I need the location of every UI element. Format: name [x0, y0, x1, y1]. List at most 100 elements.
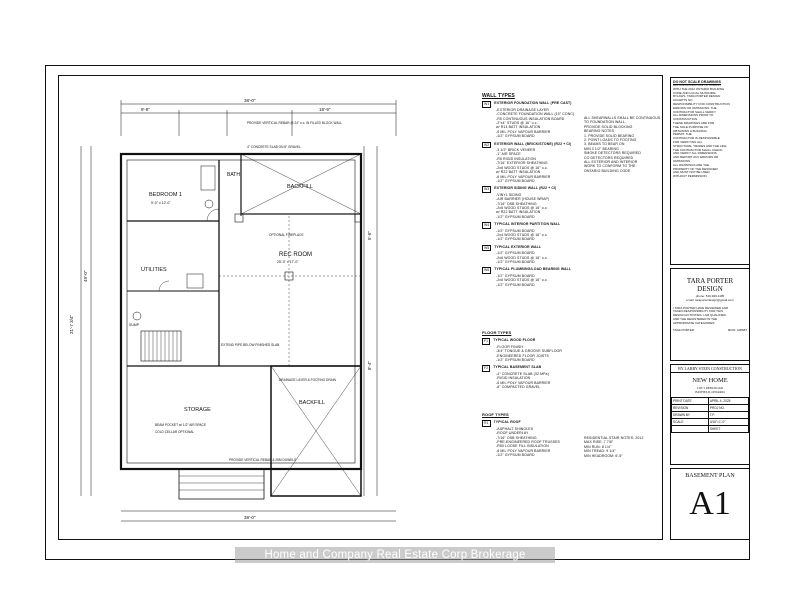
- general-note-line: 3. BEAMS TO BEAR ON: [584, 142, 625, 147]
- sidebar-note-line: BYLAWS. TARA PORTER DESIGN: [673, 94, 721, 99]
- wall_types-line: -CONCRETE FOUNDATION WALL (10" CONC): [496, 112, 575, 117]
- room-label-bath: BATH: [227, 172, 240, 178]
- drawing-area: 38'-0" 9'-8" 18'-9" 38'-0" 31'-7 3/4" 49…: [58, 75, 663, 540]
- project-address-line: BAYFIELD, ONTARIO: [695, 389, 725, 394]
- sidebar-note-line: ALL DRAWINGS ARE THE: [673, 162, 710, 167]
- dim-overall-bottom: 38'-0": [244, 515, 256, 520]
- roof_types-line: -1/2" GYPSUM BOARD: [496, 453, 535, 458]
- general-note-line: WORK TO CONFORM TO THE: [584, 164, 636, 169]
- wall_types-line: w/ R14 BATT INSULATION: [496, 125, 541, 130]
- project-info-value: T.P.: [707, 410, 750, 419]
- floor_types-line: TYPICAL WOOD FLOOR: [493, 338, 536, 343]
- sidebar-note-line: AND MUST NOT BE USED: [673, 170, 710, 175]
- general-note-line: 1. PROVIDE SOLID BEARING: [584, 133, 635, 138]
- wall_types-tag: W1: [482, 101, 492, 108]
- wall_types-line: -7/16" OSB SHEATHING: [496, 201, 537, 206]
- floor_types-line: -4" CONCRETE SLAB (32 MPa): [496, 371, 549, 376]
- wall_types-line: w/ R22 BATT INSULATION: [496, 170, 541, 175]
- sidebar-note-line: CONSTRUCTION.: [673, 117, 698, 122]
- project-info-label: [671, 424, 709, 433]
- wall_types-line: -1/2" GYPSUM BOARD: [496, 260, 535, 264]
- room-label-bedroom: BEDROOM 1: [149, 192, 182, 198]
- sidebar-note-line: ALL DIMENSIONS PRIOR TO: [673, 113, 714, 118]
- general-note-line: TO FOUNDATION WALL.: [584, 120, 626, 125]
- sidebar-note-line: PROPERTY OF THE DESIGNER: [673, 166, 718, 171]
- plan-note-rebar: PROVIDE VERTICAL REBAR @ 24" o.c. IN FIL…: [247, 121, 342, 125]
- wall_types-line: -2x6 WOOD STUDS @ 16" o.c.: [496, 255, 548, 260]
- wall_types-line: EXTERIOR SIDING WALL (R22 + CI): [494, 186, 557, 191]
- plan-note-vertical-rebar: PROVIDE VERTICAL REBAR & 25M DOWELS: [229, 458, 296, 462]
- builder-name: BY LARRY STEIN CONSTRUCTION: [671, 365, 749, 373]
- dim-overall-top: 38'-0": [244, 98, 256, 103]
- sidebar-note-line: THE CONTRACTOR SHALL CHECK: [673, 147, 723, 152]
- general-note-line: 2. POINT LOADS TO FOOTING: [584, 138, 637, 143]
- wall_types-line: -1/2" GYPSUM BOARD: [496, 228, 535, 233]
- stair-note-line: MIN HEADROOM: 6'-5": [584, 453, 623, 458]
- roof_types-line: -7/16" OSB SHEATHING: [496, 435, 537, 440]
- designer-contact-line: phone: 519-949-1105: [695, 294, 725, 298]
- dim-segment-2: 18'-9": [319, 107, 331, 112]
- general-note-line: CO DETECTORS REQUIRED: [584, 155, 634, 160]
- general-note-line: ALL SHEARWALLS SHALL BE CONTINUOUS: [584, 116, 661, 120]
- sidebar-note-line: RESPONSIBILITY FOR CONSTRUCTION: [673, 101, 730, 106]
- wall_types-line: -1/2" GYPSUM BOARD: [496, 134, 535, 139]
- floor_types-line: -RIGID INSULATION: [496, 376, 531, 381]
- wall_types-line: -1/2" GYPSUM BOARD: [496, 282, 535, 287]
- designer-statement-line: APPROPRIATE CATEGORIES.: [673, 320, 716, 325]
- sidebar-note-line: OMISSIONS.: [673, 158, 691, 163]
- wall_types-line: TYPICAL EXTERIOR WALL: [494, 244, 542, 249]
- roof_types-line: -ROOF UNDERLAY: [496, 431, 529, 436]
- project-info-label: PRINT DATE: [671, 396, 709, 405]
- floor_types-line: -6" COMPACTED GRAVEL: [496, 385, 541, 390]
- plan-note-fireplace: OPTIONAL FIREPLACE: [269, 233, 304, 237]
- general-note-line: PROVIDE SOLID BLOCKING: [584, 124, 633, 129]
- designer-statement-line: DESIGN ACTIVITIES. I AM QUALIFIED,: [673, 313, 727, 318]
- roof-types-title: ROOF TYPES: [482, 412, 509, 417]
- stair-note-line: MIN RUN: 8 1/4": [584, 444, 612, 449]
- sidebar-note-line: STRUCTURE, TRADES AND THE LIKE.: [673, 143, 728, 148]
- room-label-backfill-bottom: BACKFILL: [299, 400, 325, 406]
- general-note-line: MIN 3 1/2" BEARING: [584, 146, 619, 151]
- wall_types-line: -3 1/2" BRICK VENEER: [496, 148, 536, 153]
- sidebar-note-line: CODE AND LOCAL MUNICIPAL: [673, 90, 717, 95]
- wall_types-line: w/ R22 BATT INSULATION: [496, 210, 541, 215]
- sidebar-note-line: ALL CONSTRUCTION TO COMPLY: [673, 83, 722, 87]
- sidebar-note-line: AND VERIFY ALL DIMENSIONS: [673, 151, 717, 156]
- wall_types-tag: W6: [482, 267, 492, 274]
- dim-left-overall: 49'-0": [83, 270, 88, 282]
- project-info-row: SHEET: [671, 424, 750, 433]
- floor_types-line: -3/4" TONGUE & GROOVE SUBFLOOR: [496, 349, 562, 354]
- floor-types-title: FLOOR TYPES: [482, 330, 512, 335]
- floor_types-line: TYPICAL BASEMENT SLAB: [493, 365, 542, 370]
- wall_types-line: -R5 CONTINUOUS INSULATION BOARD: [496, 116, 565, 121]
- plan-note-beam-pocket: BEAM POCKET w/ 1/2" AIR SPACE: [155, 423, 206, 427]
- sidebar-note-line: OBTAINING A BUILDING: [673, 128, 707, 133]
- designer-statement-line: TAKEN RESPONSIBILITY FOR THIS: [673, 309, 724, 314]
- wall_types-tag: W5: [482, 244, 492, 252]
- wall_types-line: TYPICAL PLUMBING/LOAD BEARING WALL: [494, 267, 572, 272]
- wall_types-line: -1/2" GYPSUM BOARD: [496, 273, 535, 278]
- roof_types-line: TYPICAL ROOF: [493, 420, 521, 425]
- room-size-bedroom: 9'-0" x 12'-0": [151, 201, 171, 205]
- sidebar-note-line: WITHOUT PERMISSION.: [673, 174, 708, 179]
- room-label-rec-room: REC ROOM: [279, 252, 312, 258]
- wall_types-line: -1/2" GYPSUM BOARD: [496, 214, 535, 219]
- roof_types-line: -R50 LOOSE FILL INSULATION: [496, 444, 549, 449]
- wall_types-line: -2x6 WOOD STUDS @ 16" o.c.: [496, 205, 548, 210]
- designer-name: TARA PORTER: [686, 277, 734, 285]
